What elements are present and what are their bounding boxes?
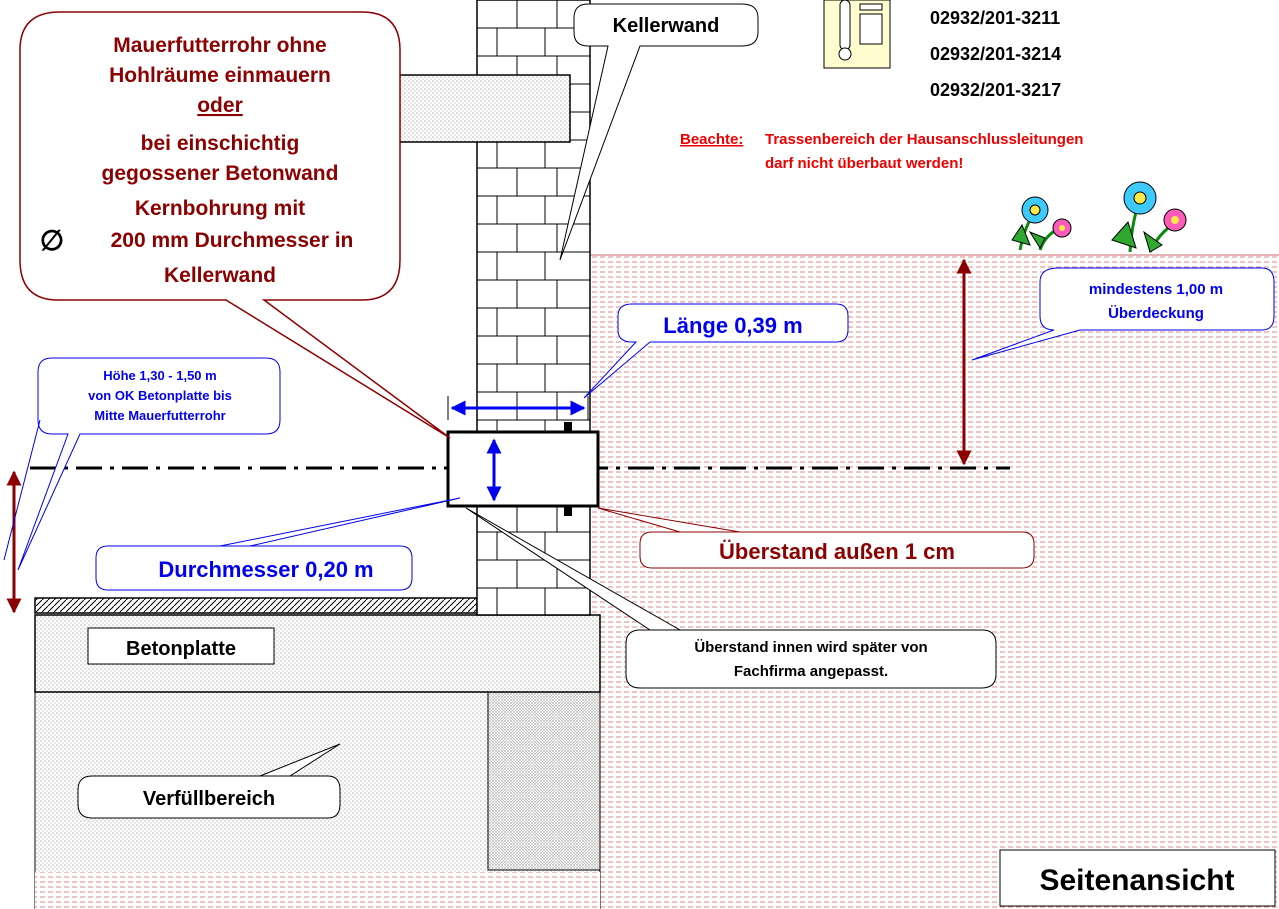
callout-laenge: Länge 0,39 m bbox=[583, 303, 849, 399]
callout-line-7: 200 mm Durchmesser in bbox=[111, 229, 354, 252]
callout-durchmesser: Durchmesser 0,20 m bbox=[95, 497, 461, 591]
callout-line-6: Kernbohrung mit bbox=[135, 197, 305, 220]
ueberdeckung-line-1: mindestens 1,00 m bbox=[1089, 281, 1223, 298]
hoehe-line-1: Höhe 1,30 - 1,50 m bbox=[103, 368, 216, 383]
betonplatte-label: Betonplatte bbox=[126, 638, 236, 660]
callout-verfuellbereich: Verfüllbereich bbox=[77, 743, 341, 819]
beachte-line-1: Trassenbereich der Hausanschlussleitunge… bbox=[765, 131, 1083, 148]
ueberstand-aussen-label: Überstand außen 1 cm bbox=[719, 539, 955, 564]
diameter-symbol-icon: ∅ bbox=[40, 225, 64, 256]
kellerwand-label: Kellerwand bbox=[613, 15, 720, 37]
phone-thermometer-icon bbox=[823, 0, 891, 69]
callout-line-8: Kellerwand bbox=[164, 264, 276, 287]
callout-ueberstand-innen: Überstand innen wird später von Fachfirm… bbox=[465, 507, 997, 689]
hoehe-line-3: Mitte Mauerfutterrohr bbox=[94, 408, 225, 423]
durchmesser-label: Durchmesser 0,20 m bbox=[158, 557, 373, 582]
pipe-tab-bottom bbox=[564, 506, 572, 516]
soil-strip-bottom bbox=[35, 872, 600, 909]
seitenansicht-box: Seitenansicht bbox=[999, 849, 1276, 907]
callout-kellerwand: Kellerwand bbox=[559, 3, 759, 261]
ueberstand-innen-line-2: Fachfirma angepasst. bbox=[734, 663, 888, 680]
laenge-label: Länge 0,39 m bbox=[663, 313, 802, 338]
callout-ueberstand-aussen: Überstand außen 1 cm bbox=[597, 507, 1035, 569]
pipe-tab-top bbox=[564, 422, 572, 432]
phone-number-1: 02932/201-3211 bbox=[930, 8, 1060, 28]
verfuellbereich-label: Verfüllbereich bbox=[143, 788, 275, 810]
callout-line-1: Mauerfutterrohr ohne bbox=[113, 34, 327, 57]
beachte-label: Beachte: bbox=[680, 131, 743, 148]
callout-line-5: gegossener Betonwand bbox=[102, 162, 339, 185]
ueberdeckung-line-2: Überdeckung bbox=[1108, 305, 1204, 322]
beachte-line-2: darf nicht überbaut werden! bbox=[765, 155, 963, 172]
callout-line-2: Hohlräume einmauern bbox=[109, 64, 331, 87]
soil-area bbox=[590, 255, 1279, 909]
callout-line-3: oder bbox=[197, 94, 243, 117]
callout-ueberdeckung: mindestens 1,00 m Überdeckung bbox=[971, 267, 1275, 361]
callout-main: Mauerfutterrohr ohne Hohlräume einmauern… bbox=[19, 11, 451, 439]
ueberstand-innen-line-1: Überstand innen wird später von bbox=[694, 639, 927, 656]
phone-number-3: 02932/201-3217 bbox=[930, 80, 1061, 100]
floor-screed bbox=[34, 597, 478, 614]
seitenansicht-label: Seitenansicht bbox=[1039, 864, 1234, 897]
foundation-column bbox=[487, 691, 601, 871]
callout-hoehe: Höhe 1,30 - 1,50 m von OK Betonplatte bi… bbox=[3, 357, 281, 571]
callout-line-4: bei einschichtig bbox=[141, 132, 300, 155]
flower-icon bbox=[1011, 181, 1187, 253]
phone-number-2: 02932/201-3214 bbox=[930, 44, 1061, 64]
betonplatte-box: Betonplatte bbox=[87, 627, 275, 665]
hoehe-line-2: von OK Betonplatte bis bbox=[88, 388, 232, 403]
wall-pipe bbox=[446, 430, 600, 508]
